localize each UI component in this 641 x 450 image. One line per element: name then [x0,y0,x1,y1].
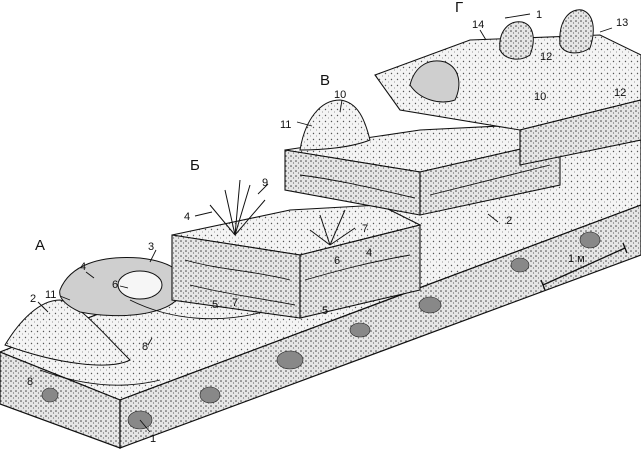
callout-g-14: 14 [472,19,484,31]
scale-bar-label: 1 м [568,253,585,265]
callout-a-1: 1 [150,433,156,445]
callout-g-13: 13 [616,17,628,29]
block-g-side [519,99,641,166]
mound-v-10 [299,99,371,151]
callout-b-4b: 4 [366,247,372,259]
callout-g-10: 10 [534,91,546,103]
lenses-b [184,254,411,306]
callout-g-12b: 12 [614,87,626,99]
algal-bush-b [209,179,356,246]
callout-v-10: 10 [334,89,346,101]
callout-a-5: 5 [212,299,218,311]
callouts: 2 11 4 6 3 8 8 1 5 7 4 9 7 4 6 5 2 11 10… [27,9,628,445]
zone-labels: А Б В Г [35,0,463,254]
scale-bar: 1 м [540,242,628,291]
zone-g-block [374,9,641,166]
zone-b-block [171,179,422,319]
callout-b-2: 2 [506,215,512,227]
callout-g-1: 1 [536,9,542,21]
callout-b-5: 5 [322,305,328,317]
mound-a-2 [4,299,131,366]
bioherm-a-core [117,270,163,300]
callout-v-11: 11 [280,119,291,131]
lens-a2 [39,369,161,386]
zone-label-v: В [320,72,330,89]
block-g-top [374,34,641,131]
zone-label-b: Б [190,157,200,174]
callout-a-3: 3 [148,241,154,253]
pillar-g-1 [499,21,534,60]
block-b-side [299,224,421,319]
zone-label-g: Г [455,0,463,16]
lens-a [129,299,271,320]
callout-a-8b: 8 [27,376,33,388]
callout-g-12: 12 [540,51,552,63]
scale-bar-line [542,247,626,286]
callout-a-8: 8 [142,341,148,353]
callout-b-4: 4 [184,211,190,223]
mound-g-12 [409,60,460,103]
callout-b-7: 7 [362,223,368,235]
scale-bar-tick-right [622,242,628,254]
scale-bar-tick-left [540,279,546,291]
callout-a-2: 2 [30,293,36,305]
callout-a-4: 4 [80,261,86,273]
callout-a-11: 11 [45,289,56,301]
lenses-v [299,164,551,199]
pillar-g-2 [559,9,594,54]
callout-b-6: 6 [334,255,340,267]
callout-b-9: 9 [262,177,268,189]
zone-label-a: А [35,237,45,254]
callout-a-6: 6 [112,279,118,291]
callout-a-7: 7 [232,297,238,309]
